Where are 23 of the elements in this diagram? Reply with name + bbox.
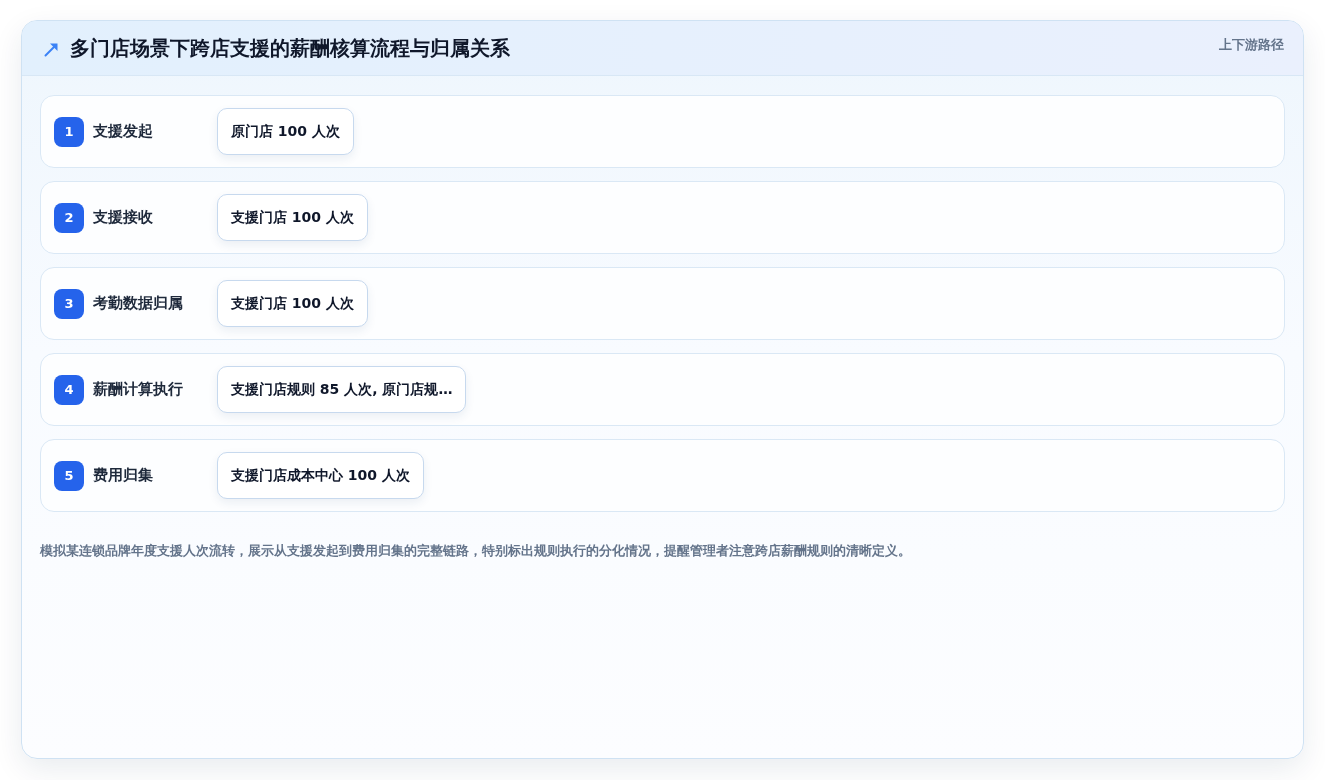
step-number: 5 bbox=[54, 460, 84, 491]
step-name: 薪酬计算执行 bbox=[93, 380, 184, 399]
step-number: 3 bbox=[54, 288, 84, 319]
caption: 模拟某连锁品牌年度支援人次流转，展示从支援发起到费用归集的完整链路，特别标出规则执行的分化情况，提醒管理者注意跨店薪酬规则的清晰定义。 bbox=[40, 542, 911, 560]
count-tag: 支援门店 100 人次 bbox=[217, 194, 368, 241]
step-row bbox=[40, 353, 1285, 426]
step-number: 1 bbox=[54, 116, 84, 147]
step-row bbox=[40, 267, 1285, 340]
count-tag: 原门店 100 人次 bbox=[217, 108, 354, 155]
step-number: 4 bbox=[54, 374, 84, 405]
header-note: 上下游路径 bbox=[1219, 36, 1284, 53]
title: 多门店场景下跨店支援的薪酬核算流程与归属关系 bbox=[70, 35, 510, 61]
count-tag: 支援门店成本中心 100 人次 bbox=[217, 452, 424, 499]
count-tag: 支援门店 100 人次 bbox=[217, 280, 368, 327]
step-name: 费用归集 bbox=[93, 466, 154, 485]
step-row bbox=[40, 181, 1285, 254]
step-row bbox=[40, 95, 1285, 168]
step-name: 考勤数据归属 bbox=[93, 294, 184, 313]
step-name: 支援发起 bbox=[93, 122, 154, 141]
step-number: 2 bbox=[54, 202, 84, 233]
step-name: 支援接收 bbox=[93, 208, 154, 227]
count-tag: 支援门店规则 85 人次, 原门店规… bbox=[217, 366, 467, 413]
step-row bbox=[40, 439, 1285, 512]
